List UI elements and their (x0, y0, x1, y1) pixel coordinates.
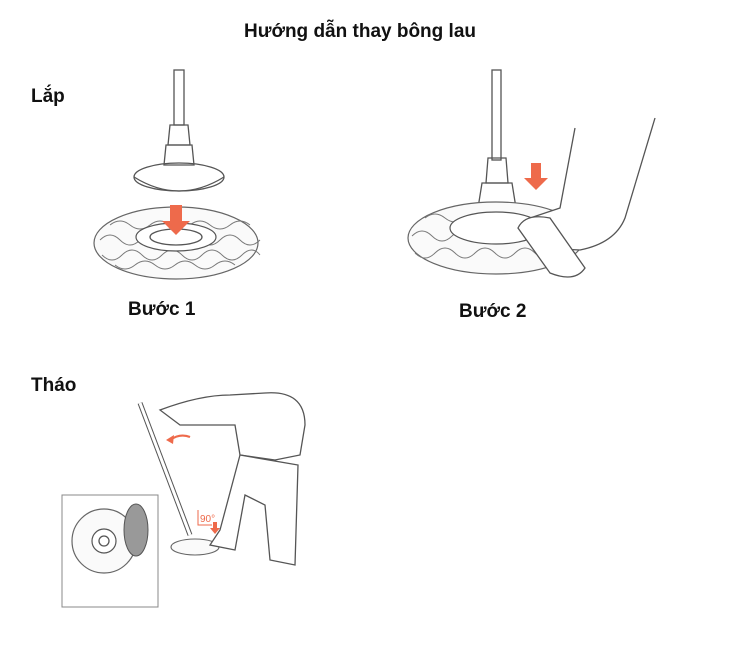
step-2-label: Bước 2 (459, 301, 527, 322)
step-1-label: Bước 1 (128, 299, 196, 320)
person-torso (158, 392, 306, 461)
section-remove-label: Tháo (31, 375, 77, 396)
section-install-label: Lắp (31, 86, 65, 107)
person-legs (208, 454, 299, 566)
down-arrow-icon (524, 163, 548, 190)
shoe-sole (123, 503, 149, 557)
removal-illustration: 90° (61, 392, 306, 608)
down-arrow-icon (210, 522, 220, 534)
down-arrow-icon (162, 205, 190, 235)
page-title: Hướng dẫn thay bông lau (243, 21, 477, 42)
mop-pole (491, 69, 502, 161)
step-1-illustration (93, 69, 261, 280)
mop-pole (173, 69, 185, 126)
step-2-illustration (407, 69, 656, 278)
shoe (517, 216, 586, 278)
angle-label: 90° (200, 514, 215, 525)
mop-plate (133, 162, 225, 192)
